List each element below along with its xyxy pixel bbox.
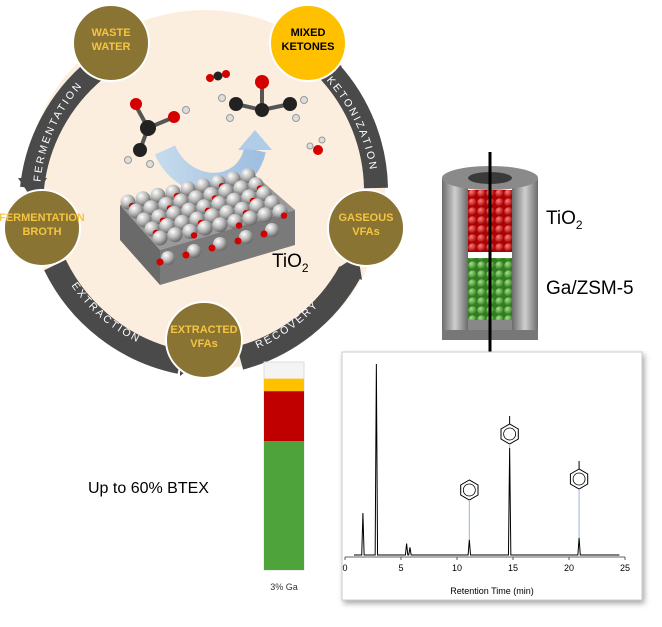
node-label-line: VFAs [190,338,218,350]
tio2-surface [120,168,295,285]
node-label-line: WATER [92,41,131,53]
chromatogram-trace [353,363,620,556]
acetone-molecule [218,75,308,122]
composition-bar [263,361,305,571]
bar-label: 3% Ga [270,582,298,592]
edge-oxygen [156,258,164,266]
edge-oxygen [234,237,242,245]
edge-atom [161,251,175,265]
btex-headline: Up to 60% BTEX [88,480,209,497]
catalyst-label: TiO2 [272,251,309,275]
surface-atom [242,210,258,226]
bar-segment-1 [264,391,304,442]
node-label-line: EXTRACTED [170,324,237,336]
chromatogram-frame [341,351,643,601]
edge-oxygen [182,251,190,259]
co2-molecule [206,70,230,82]
edge-oxygen [260,230,268,238]
x-tick-label: 15 [508,563,518,573]
x-tick-label: 25 [620,563,630,573]
edge-atom [265,223,279,237]
surface-atom [152,230,168,246]
node-label-line: VFAs [352,226,380,238]
fermentation-arrowhead [18,178,47,200]
edge-atom [187,244,201,258]
reactor-wall-right [512,178,538,338]
node-label-line: MIXED [291,27,326,39]
node-mixed-ketones: MIXED KETONES [269,4,347,82]
top-bed-label: TiO2 [546,208,583,232]
x-tick-label: 0 [342,563,347,573]
surface-atom [257,207,273,223]
node-label-line: FERMENTATION [0,212,85,224]
x-axis-label: Retention Time (min) [450,586,534,596]
fermentation-arrow [20,60,103,190]
node-extracted-vfas: EXTRACTED VFAs [165,301,243,379]
node-label-line: WASTE [91,27,130,39]
oxygen-atom [235,222,243,229]
node-label-line: KETONES [282,41,335,53]
edge-atom [239,230,253,244]
node-label-line: BROTH [22,226,61,238]
water-molecule [306,136,326,155]
surface-atom [212,217,228,233]
x-tick-label: 10 [452,563,462,573]
surface-atom [167,227,183,243]
extraction-arrow [44,259,183,374]
cycle-nodes: WASTEWATERMIXEDKETONESGASEOUSVFAsEXTRACT… [0,4,405,379]
acetic-acid-molecule [124,98,190,168]
bar-segment-0 [264,441,304,570]
oxygen-atom [280,212,288,219]
ketonization-arrow [320,63,388,189]
toluene-structure [500,416,519,449]
bar-segment-2 [264,378,304,392]
x-tick-label: 5 [398,563,403,573]
oxygen-atom [190,232,198,239]
node-fermentation-broth: FERMENTATION BROTH [0,189,85,267]
node-waste-water: WASTE WATER [72,4,150,82]
chromatogram-panel: 0 5 10 15 20 25 Retention Time (min) [341,351,643,601]
recovery-arrow [236,266,361,370]
bottom-bed-label: Ga/ZSM-5 [546,278,634,299]
reactor-wall-left [442,178,468,338]
x-tick-label: 20 [564,563,574,573]
benzene-structure [460,479,479,540]
xylene-structure [569,461,589,538]
edge-oxygen [208,244,216,252]
surface-atom [197,220,213,236]
edge-atom [213,237,227,251]
node-label-line: GASEOUS [338,212,393,224]
node-gaseous-vfas: GASEOUS VFAs [327,189,405,267]
conversion-arrowhead [238,130,272,150]
